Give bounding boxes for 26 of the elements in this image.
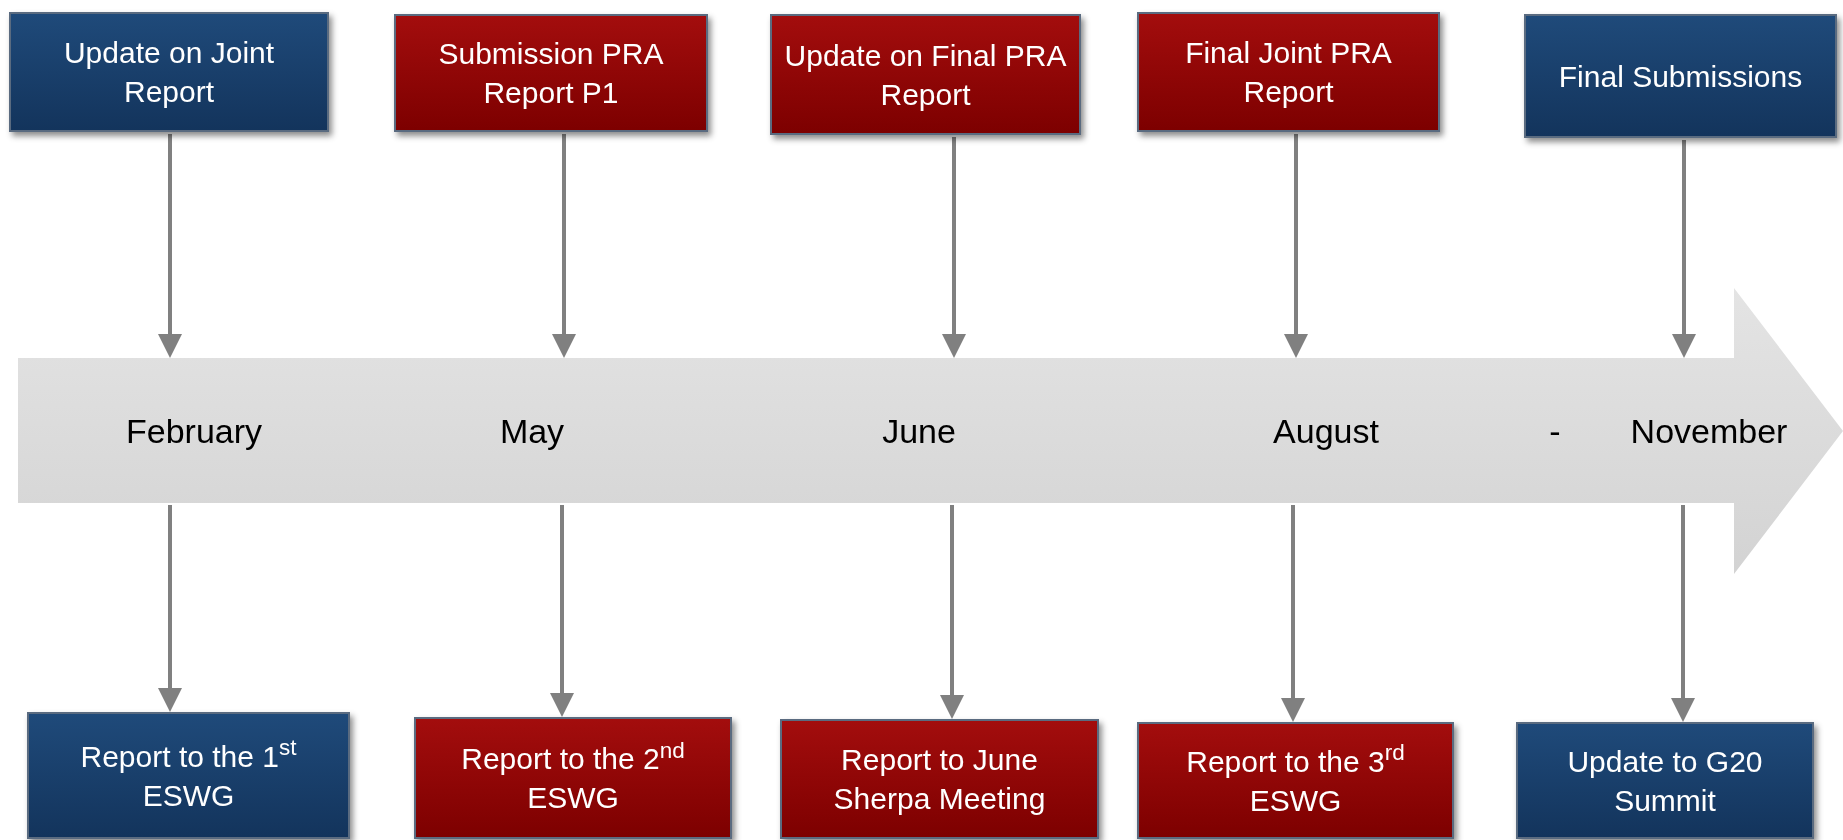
arrow bbox=[940, 505, 964, 719]
event-box: Final Submissions bbox=[1524, 14, 1837, 138]
event-box: Submission PRA Report P1 bbox=[394, 14, 708, 132]
arrow bbox=[552, 134, 576, 358]
event-box: Final Joint PRA Report bbox=[1137, 12, 1440, 132]
arrow bbox=[158, 505, 182, 712]
arrow bbox=[942, 137, 966, 358]
event-box: Update on Joint Report bbox=[9, 12, 329, 132]
month-label: August bbox=[1273, 410, 1379, 452]
month-label: June bbox=[882, 410, 956, 452]
arrow bbox=[550, 505, 574, 717]
event-box: Report to the 3$^{rd}$ ESWG bbox=[1137, 722, 1454, 839]
arrow bbox=[1281, 505, 1305, 722]
event-box: Update to G20 Summit bbox=[1516, 722, 1814, 839]
month-label: November bbox=[1630, 410, 1788, 452]
month-label: February bbox=[125, 410, 263, 452]
event-box: Update on Final PRA Report bbox=[770, 14, 1081, 135]
month-label: - bbox=[1549, 410, 1561, 452]
month-label: May bbox=[499, 410, 565, 452]
event-box: Report to the 2$^{nd}$ ESWG bbox=[414, 717, 732, 839]
arrow bbox=[1672, 140, 1696, 358]
event-box: Report to June Sherpa Meeting bbox=[780, 719, 1099, 839]
arrow bbox=[1671, 505, 1695, 722]
arrow bbox=[1284, 134, 1308, 358]
arrow bbox=[158, 134, 182, 358]
event-box: Report to the 1$^{st}$ ESWG bbox=[27, 712, 350, 839]
